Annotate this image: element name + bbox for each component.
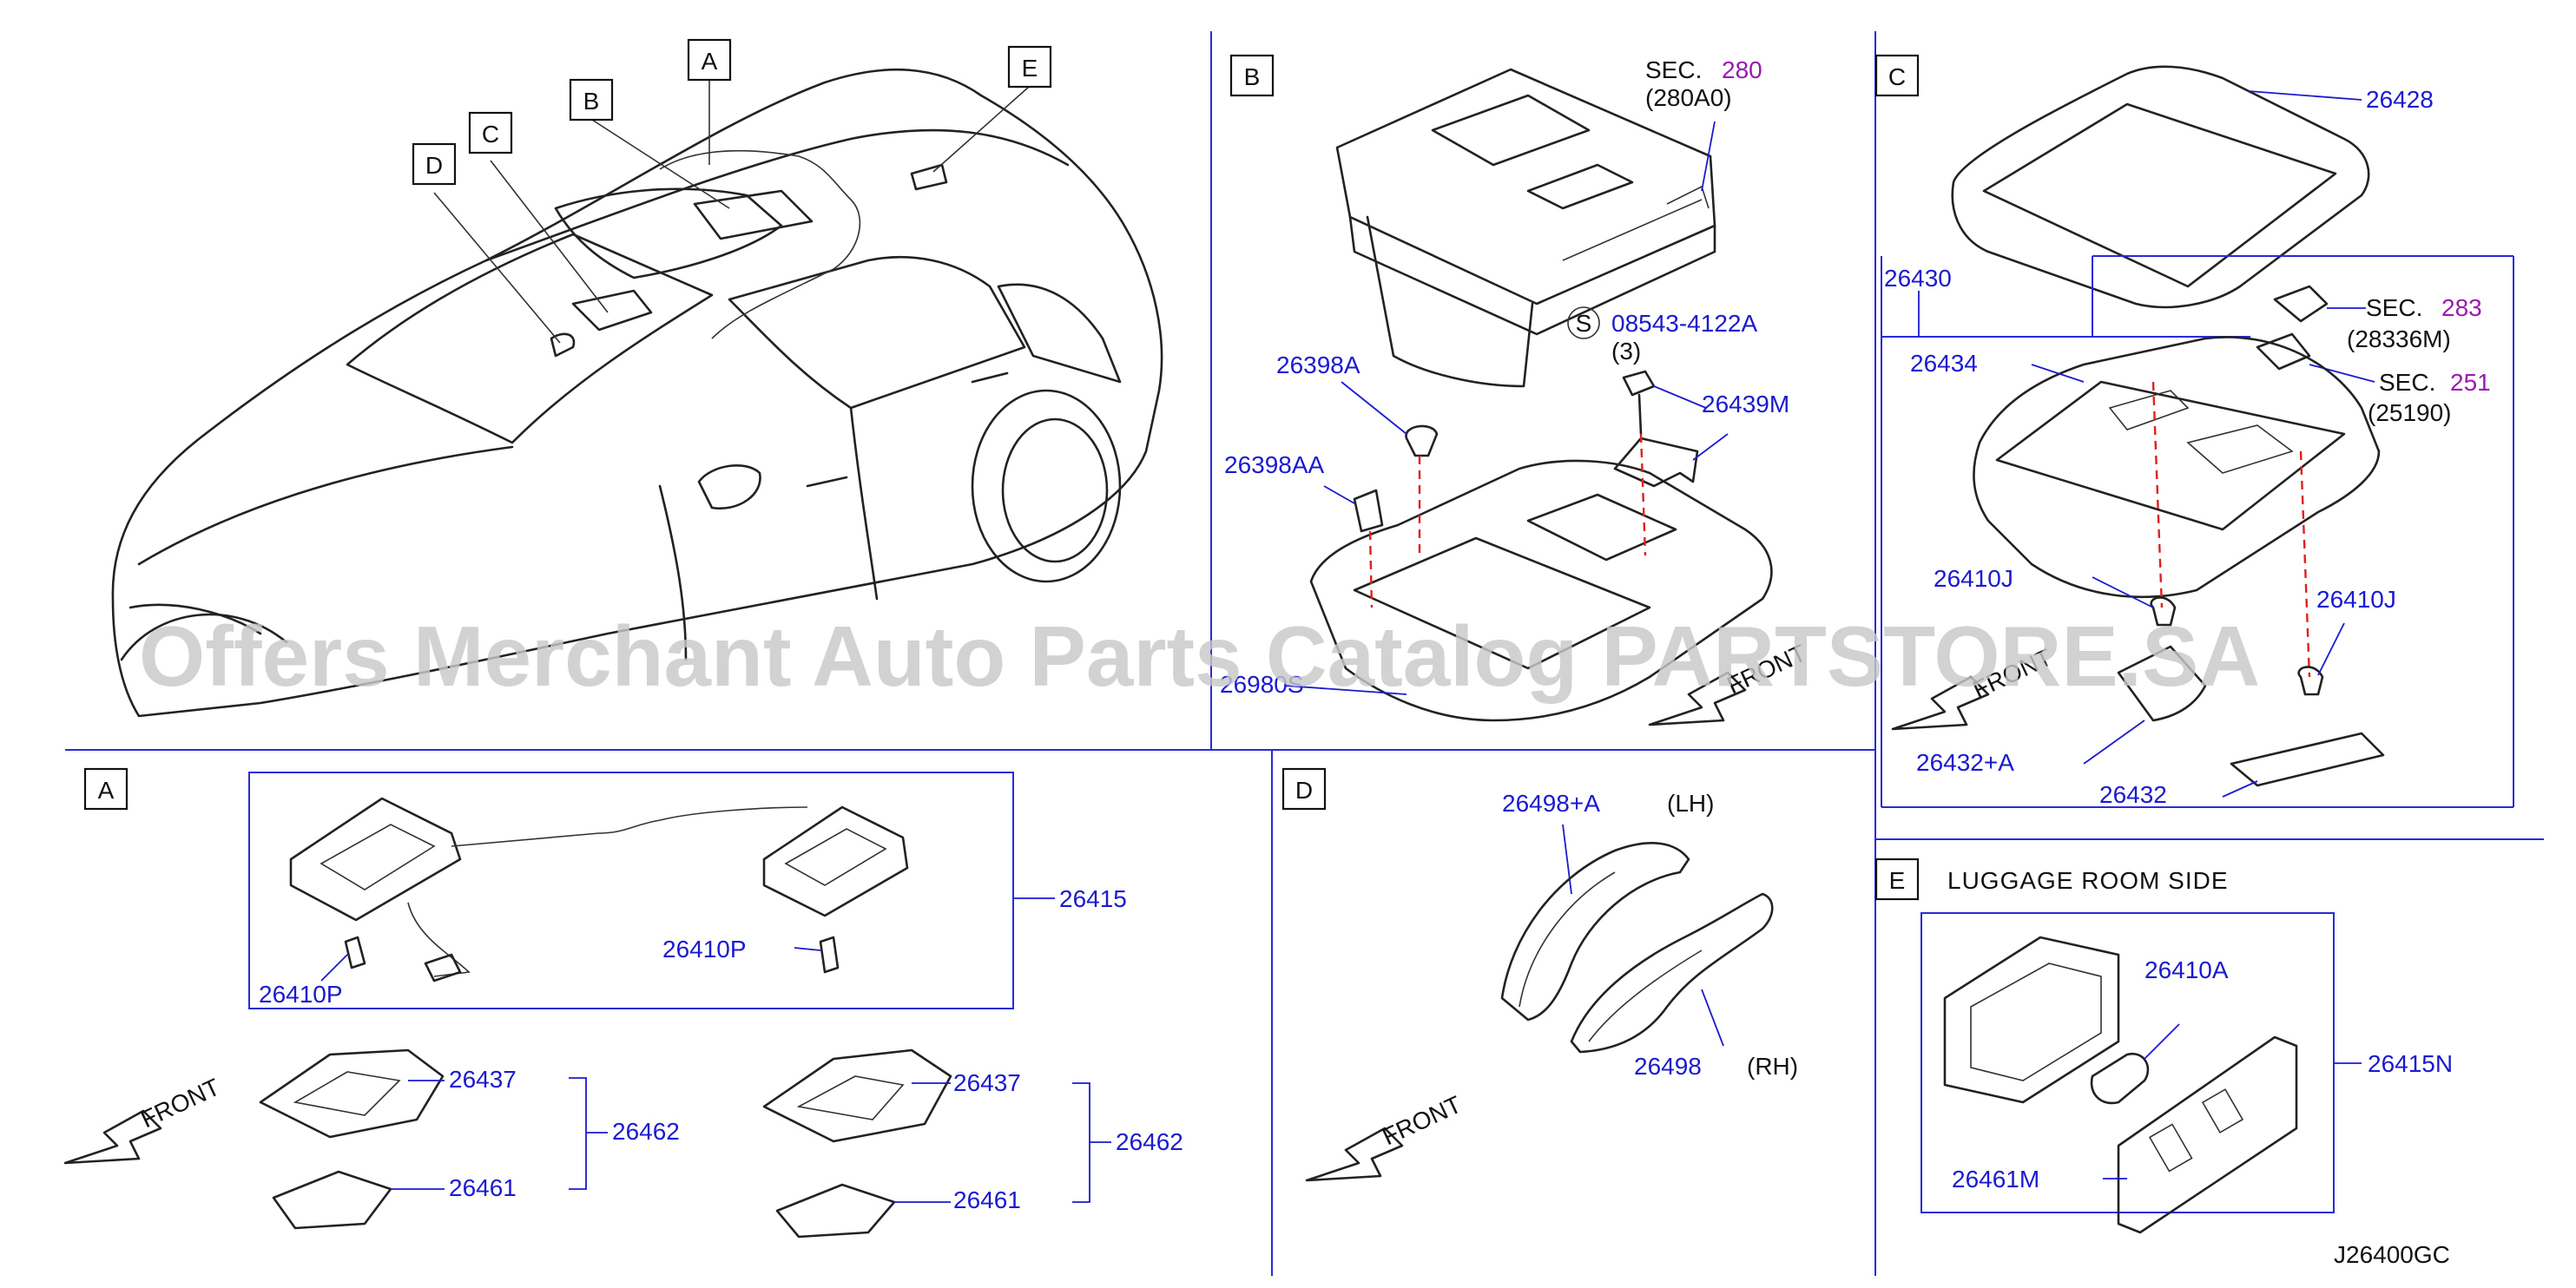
section-b-letter: B [1244,63,1261,90]
part-26437-right: 26437 [953,1069,1021,1096]
part-26439M: 26439M [1702,391,1789,417]
section-a: A 26410P 26410P 26415 26437 26461 26462 [63,767,1183,1239]
part-26415N: 26415N [2368,1050,2453,1077]
section-d: D 26498+A (LH) 26498 (RH) FRONT [1281,767,1798,1182]
section-d-front-label: FRONT [1378,1091,1466,1151]
section-c-sec2-label: SEC. [2379,369,2435,396]
section-b-sec-sub: (280A0) [1645,84,1732,111]
callout-d-box [412,142,457,186]
rh-label: (RH) [1747,1053,1798,1080]
section-d-tag [1281,767,1327,811]
section-a-front-label: FRONT [136,1074,224,1134]
panel-dividers [65,31,2544,1276]
section-c-letter: C [1888,63,1906,90]
callout-c: C [482,121,499,148]
lh-label: (LH) [1667,790,1714,817]
watermark: Offers Merchant Auto Parts Catalog PARTS… [139,608,2260,704]
screw-symbol-circle [1567,306,1600,339]
part-26430: 26430 [1884,265,1952,292]
part-26434: 26434 [1910,350,1978,377]
screw-symbol: S [1576,310,1592,337]
screw-quantity: (3) [1611,338,1641,365]
callout-a-box [687,38,732,82]
part-26398A: 26398A [1276,352,1360,378]
section-a-letter: A [98,777,115,804]
part-26415: 26415 [1059,885,1127,912]
section-c-sec2-sub: (25190) [2368,399,2452,426]
part-26410J-right: 26410J [2316,586,2396,613]
section-a-tag [83,767,128,811]
part-26410P-left: 26410P [259,981,343,1008]
callout-b: B [583,88,600,115]
callout-c-box [468,111,513,154]
part-26432-plus-A: 26432+A [1916,749,2014,776]
section-c-tag [1874,54,1920,97]
part-26461M: 26461M [1952,1166,2039,1193]
part-26462-left: 26462 [612,1118,680,1145]
section-c-sec1-num: 283 [2441,294,2482,321]
part-26461-left: 26461 [449,1174,517,1201]
section-e-title: LUGGAGE ROOM SIDE [1947,867,2229,894]
section-d-letter: D [1295,777,1313,804]
part-26410A: 26410A [2144,956,2229,983]
part-26432: 26432 [2099,781,2167,808]
callout-d: D [425,152,443,179]
section-e: E LUGGAGE ROOM SIDE 26410A 26461M 26415N [1874,858,2453,1234]
part-26498: 26498 [1634,1053,1702,1080]
screw-part-number: 08543-4122A [1611,310,1757,337]
part-26461-right: 26461 [953,1186,1021,1213]
section-b-sec-label: SEC. [1645,56,1702,83]
diagram-code: J26400GC [2334,1241,2450,1268]
section-b-sec-num: 280 [1722,56,1762,83]
part-26428: 26428 [2366,86,2434,113]
section-b-tag [1229,54,1275,97]
part-26498-plus-A: 26498+A [1502,790,1600,817]
part-26398AA: 26398AA [1224,451,1325,478]
part-26437-left: 26437 [449,1066,517,1093]
callout-b-box [569,78,614,122]
part-26980S: 26980S [1220,671,1304,698]
section-c-sec1-sub: (28336M) [2347,325,2451,352]
section-e-tag [1874,858,1920,901]
section-c-sec2-num: 251 [2450,369,2491,396]
part-26462-right: 26462 [1116,1128,1183,1155]
callout-a: A [702,48,718,75]
vehicle-overview: A B C D E [111,38,1163,718]
callout-e: E [1022,55,1038,82]
section-c-sec1-label: SEC. [2366,294,2422,321]
callout-e-box [1007,45,1052,89]
section-e-letter: E [1889,867,1906,894]
part-26410J-left: 26410J [1934,565,2013,592]
section-a-frame [248,772,1014,1009]
part-26410P-right: 26410P [662,936,747,963]
